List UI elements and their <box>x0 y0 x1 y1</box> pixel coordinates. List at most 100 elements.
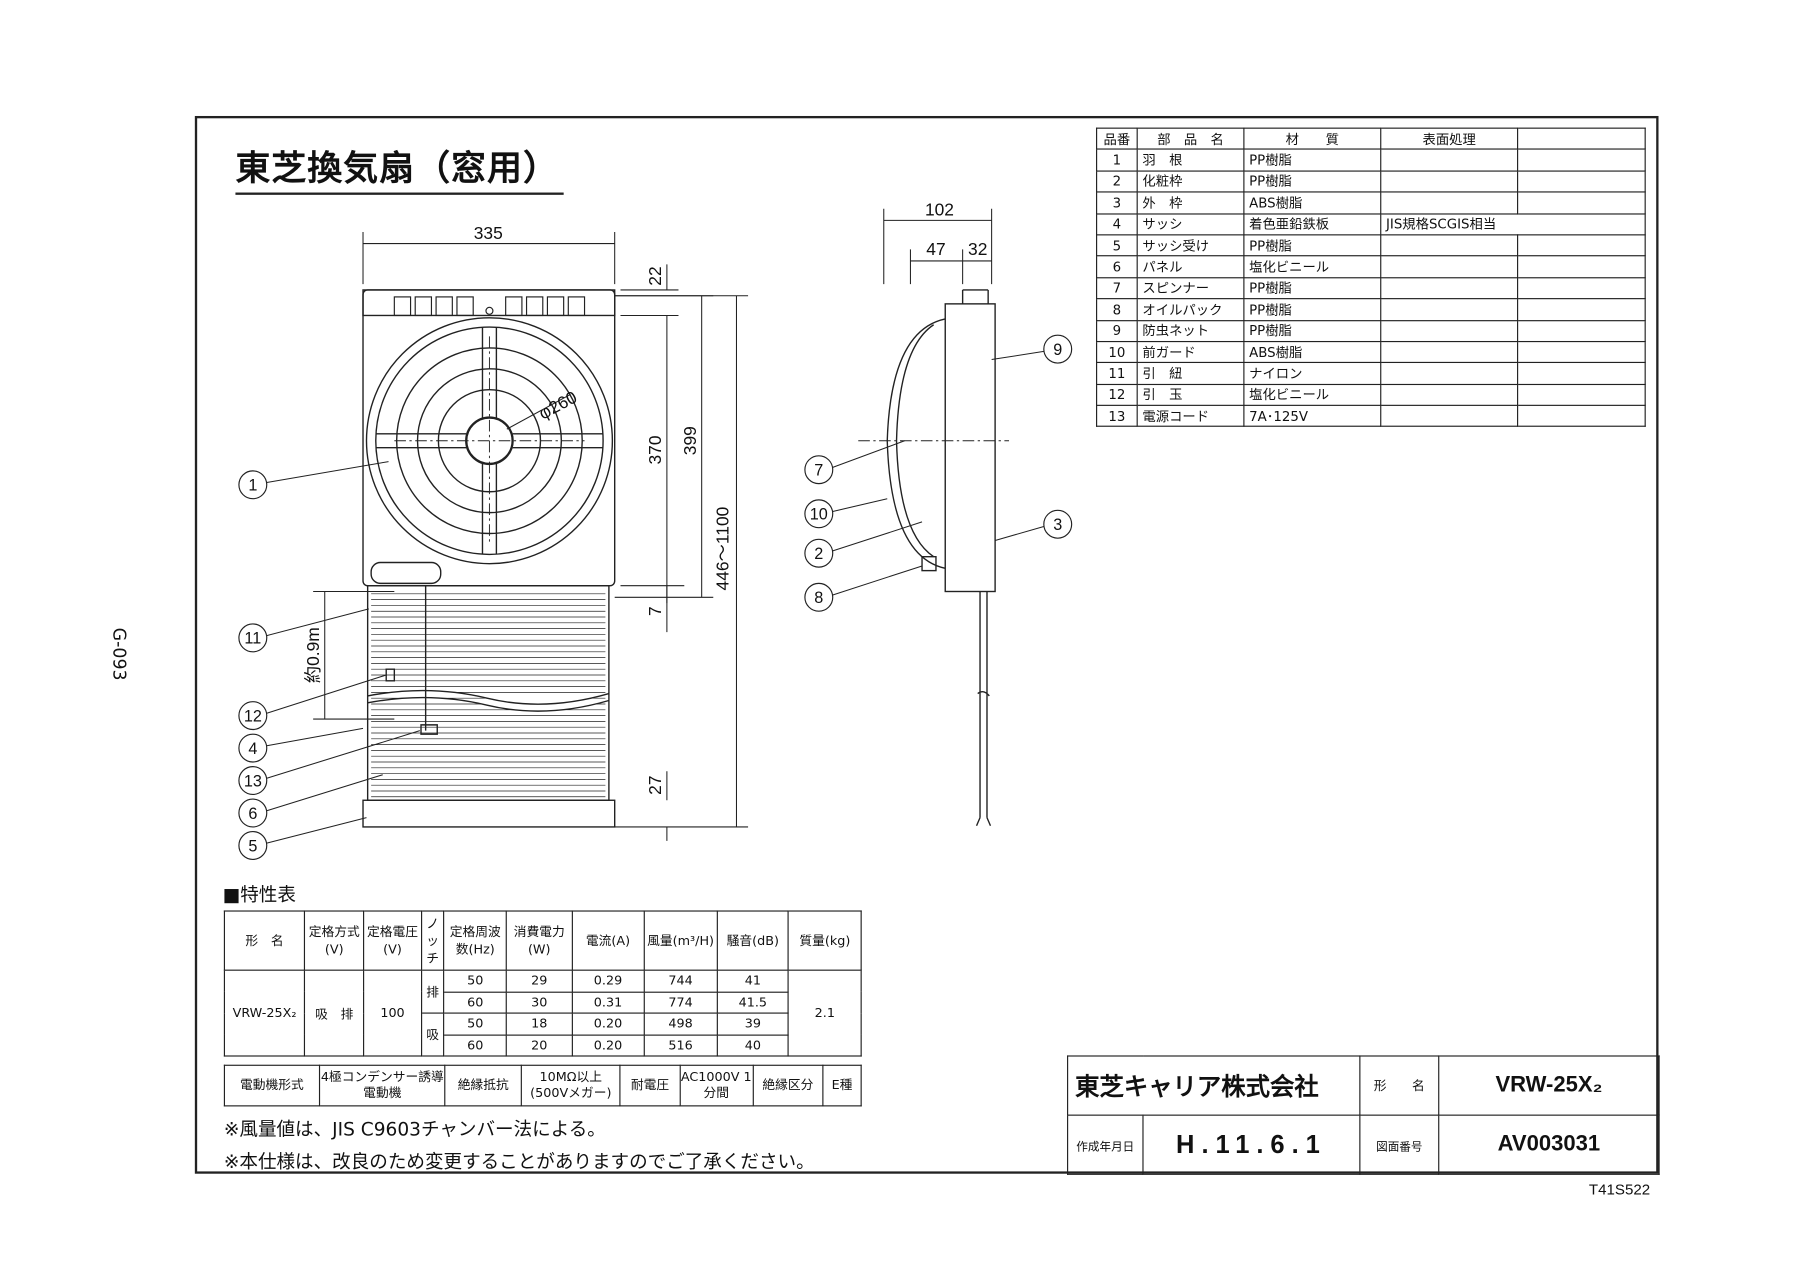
spec-voltage: 100 <box>363 969 422 1057</box>
spec-cell: 29 <box>505 969 573 993</box>
note-spec-change: ※本仕様は、改良のため変更することがありますのでご了承ください。 <box>223 1150 815 1173</box>
parts-cell: サッシ <box>1136 212 1245 236</box>
parts-cell: 13 <box>1096 404 1138 428</box>
callout-3: 3 <box>1043 509 1073 539</box>
parts-cell: オイルパック <box>1136 298 1245 321</box>
spec-header: 定格電圧(V) <box>363 910 422 971</box>
header-name: 部 品 名 <box>1136 127 1245 151</box>
parts-cell: 5 <box>1096 234 1138 257</box>
spec-cell: 60 <box>443 991 508 1014</box>
parts-cell: 引 紐 <box>1136 362 1245 385</box>
callout-number: 7 <box>814 462 823 480</box>
spec-header: 定格周波数(Hz) <box>443 910 508 971</box>
parts-cell: 引 玉 <box>1136 383 1245 407</box>
parts-cell: PP樹脂 <box>1243 298 1382 321</box>
parts-cell <box>1380 148 1519 172</box>
spec-header: 定格方式(V) <box>304 910 365 971</box>
parts-cell <box>1517 191 1646 215</box>
parts-cell: 化粧枠 <box>1136 170 1245 193</box>
spec-header: 消費電力(W) <box>505 910 573 971</box>
parts-cell <box>1517 319 1646 343</box>
dim-370: 370 <box>645 436 665 465</box>
callout-number: 12 <box>244 707 262 725</box>
parts-cell: 着色亜鉛鉄板 <box>1243 212 1382 236</box>
header-surface: 表面処理 <box>1380 127 1519 151</box>
dim-32: 32 <box>968 239 987 259</box>
parts-cell: 2 <box>1096 170 1138 193</box>
spec-heading: ■特性表 <box>222 883 296 906</box>
header-material: 材 質 <box>1243 127 1382 151</box>
motor-cell: 電動機形式 <box>223 1064 320 1107</box>
dimension-lines <box>313 208 993 841</box>
callout-number: 13 <box>244 772 262 790</box>
callout-10: 10 <box>804 499 834 529</box>
callout-number: 1 <box>248 477 257 495</box>
callout-number: 11 <box>244 630 261 648</box>
spec-cell: 774 <box>643 991 718 1014</box>
parts-cell: 電源コード <box>1136 404 1245 428</box>
dim-47: 47 <box>926 239 945 259</box>
parts-cell <box>1380 362 1519 385</box>
dim-width: 335 <box>474 223 503 243</box>
spec-cell: 30 <box>505 991 573 1014</box>
parts-cell: サッシ受け <box>1136 234 1245 257</box>
company-name: 東芝キャリア株式会社 <box>1067 1055 1361 1116</box>
spec-header: 質量(kg) <box>787 910 862 971</box>
spec-model: VRW-25X₂ <box>223 969 306 1057</box>
title-block: 東芝キャリア株式会社 形 名 VRW-25X₂ 作成年月日 H.11.6.1 図… <box>1067 1055 1660 1175</box>
model-label: 形 名 <box>1359 1055 1440 1116</box>
parts-cell <box>1517 362 1646 385</box>
parts-cell: 10 <box>1096 340 1138 364</box>
spec-cell: 0.20 <box>571 1012 645 1036</box>
parts-cell: 7A･125V <box>1243 404 1382 428</box>
spec-header: 騒音(dB) <box>716 910 790 971</box>
parts-cell <box>1380 298 1519 321</box>
parts-header-row: 品番 部 品 名 材 質 表面処理 <box>1096 127 1646 151</box>
dim-27: 27 <box>645 776 665 795</box>
callout-number: 9 <box>1053 341 1062 359</box>
notch-intake: 吸 <box>420 1012 445 1057</box>
parts-cell <box>1517 148 1646 172</box>
parts-cell: 3 <box>1096 191 1138 215</box>
spec-header-row: 形 名定格方式(V)定格電圧(V)ノッチ定格周波数(Hz)消費電力(W)電流(A… <box>223 910 862 971</box>
callout-number: 2 <box>814 545 823 563</box>
spec-table: 形 名定格方式(V)定格電圧(V)ノッチ定格周波数(Hz)消費電力(W)電流(A… <box>223 910 862 1057</box>
parts-cell: 外 枠 <box>1136 191 1245 215</box>
parts-cell <box>1380 404 1519 428</box>
parts-cell: JIS規格SCGIS相当 <box>1380 212 1646 236</box>
motor-cell: E種 <box>822 1064 862 1107</box>
parts-cell: 7 <box>1096 276 1138 300</box>
parts-cell <box>1517 170 1646 193</box>
parts-cell: 9 <box>1096 319 1138 343</box>
parts-cell: ABS樹脂 <box>1243 340 1382 364</box>
spec-header: 電流(A) <box>571 910 645 971</box>
document-code: T41S522 <box>1588 1180 1651 1199</box>
parts-cell <box>1517 298 1646 321</box>
parts-cell: 塩化ビニール <box>1243 383 1382 407</box>
note-airflow: ※風量値は、JIS C9603チャンバー法による。 <box>223 1118 606 1141</box>
motor-cell: 4極コンデンサー誘導電動機 <box>318 1064 446 1107</box>
parts-cell <box>1380 319 1519 343</box>
dim-depth: 102 <box>925 200 954 220</box>
spec-mass: 2.1 <box>787 969 862 1057</box>
spec-cell: 50 <box>443 1012 508 1036</box>
drawing-no-value: AV003031 <box>1438 1114 1660 1175</box>
parts-cell: 6 <box>1096 255 1138 279</box>
parts-cell: ナイロン <box>1243 362 1382 385</box>
spec-header: 形 名 <box>223 910 306 971</box>
callout-number: 8 <box>814 589 823 607</box>
parts-cell <box>1380 276 1519 300</box>
callout-7: 7 <box>804 455 834 485</box>
front-view <box>362 289 616 828</box>
motor-cell: 絶縁区分 <box>752 1064 824 1107</box>
parts-cell: 前ガード <box>1136 340 1245 364</box>
parts-cell <box>1380 383 1519 407</box>
parts-cell: 11 <box>1096 362 1138 385</box>
